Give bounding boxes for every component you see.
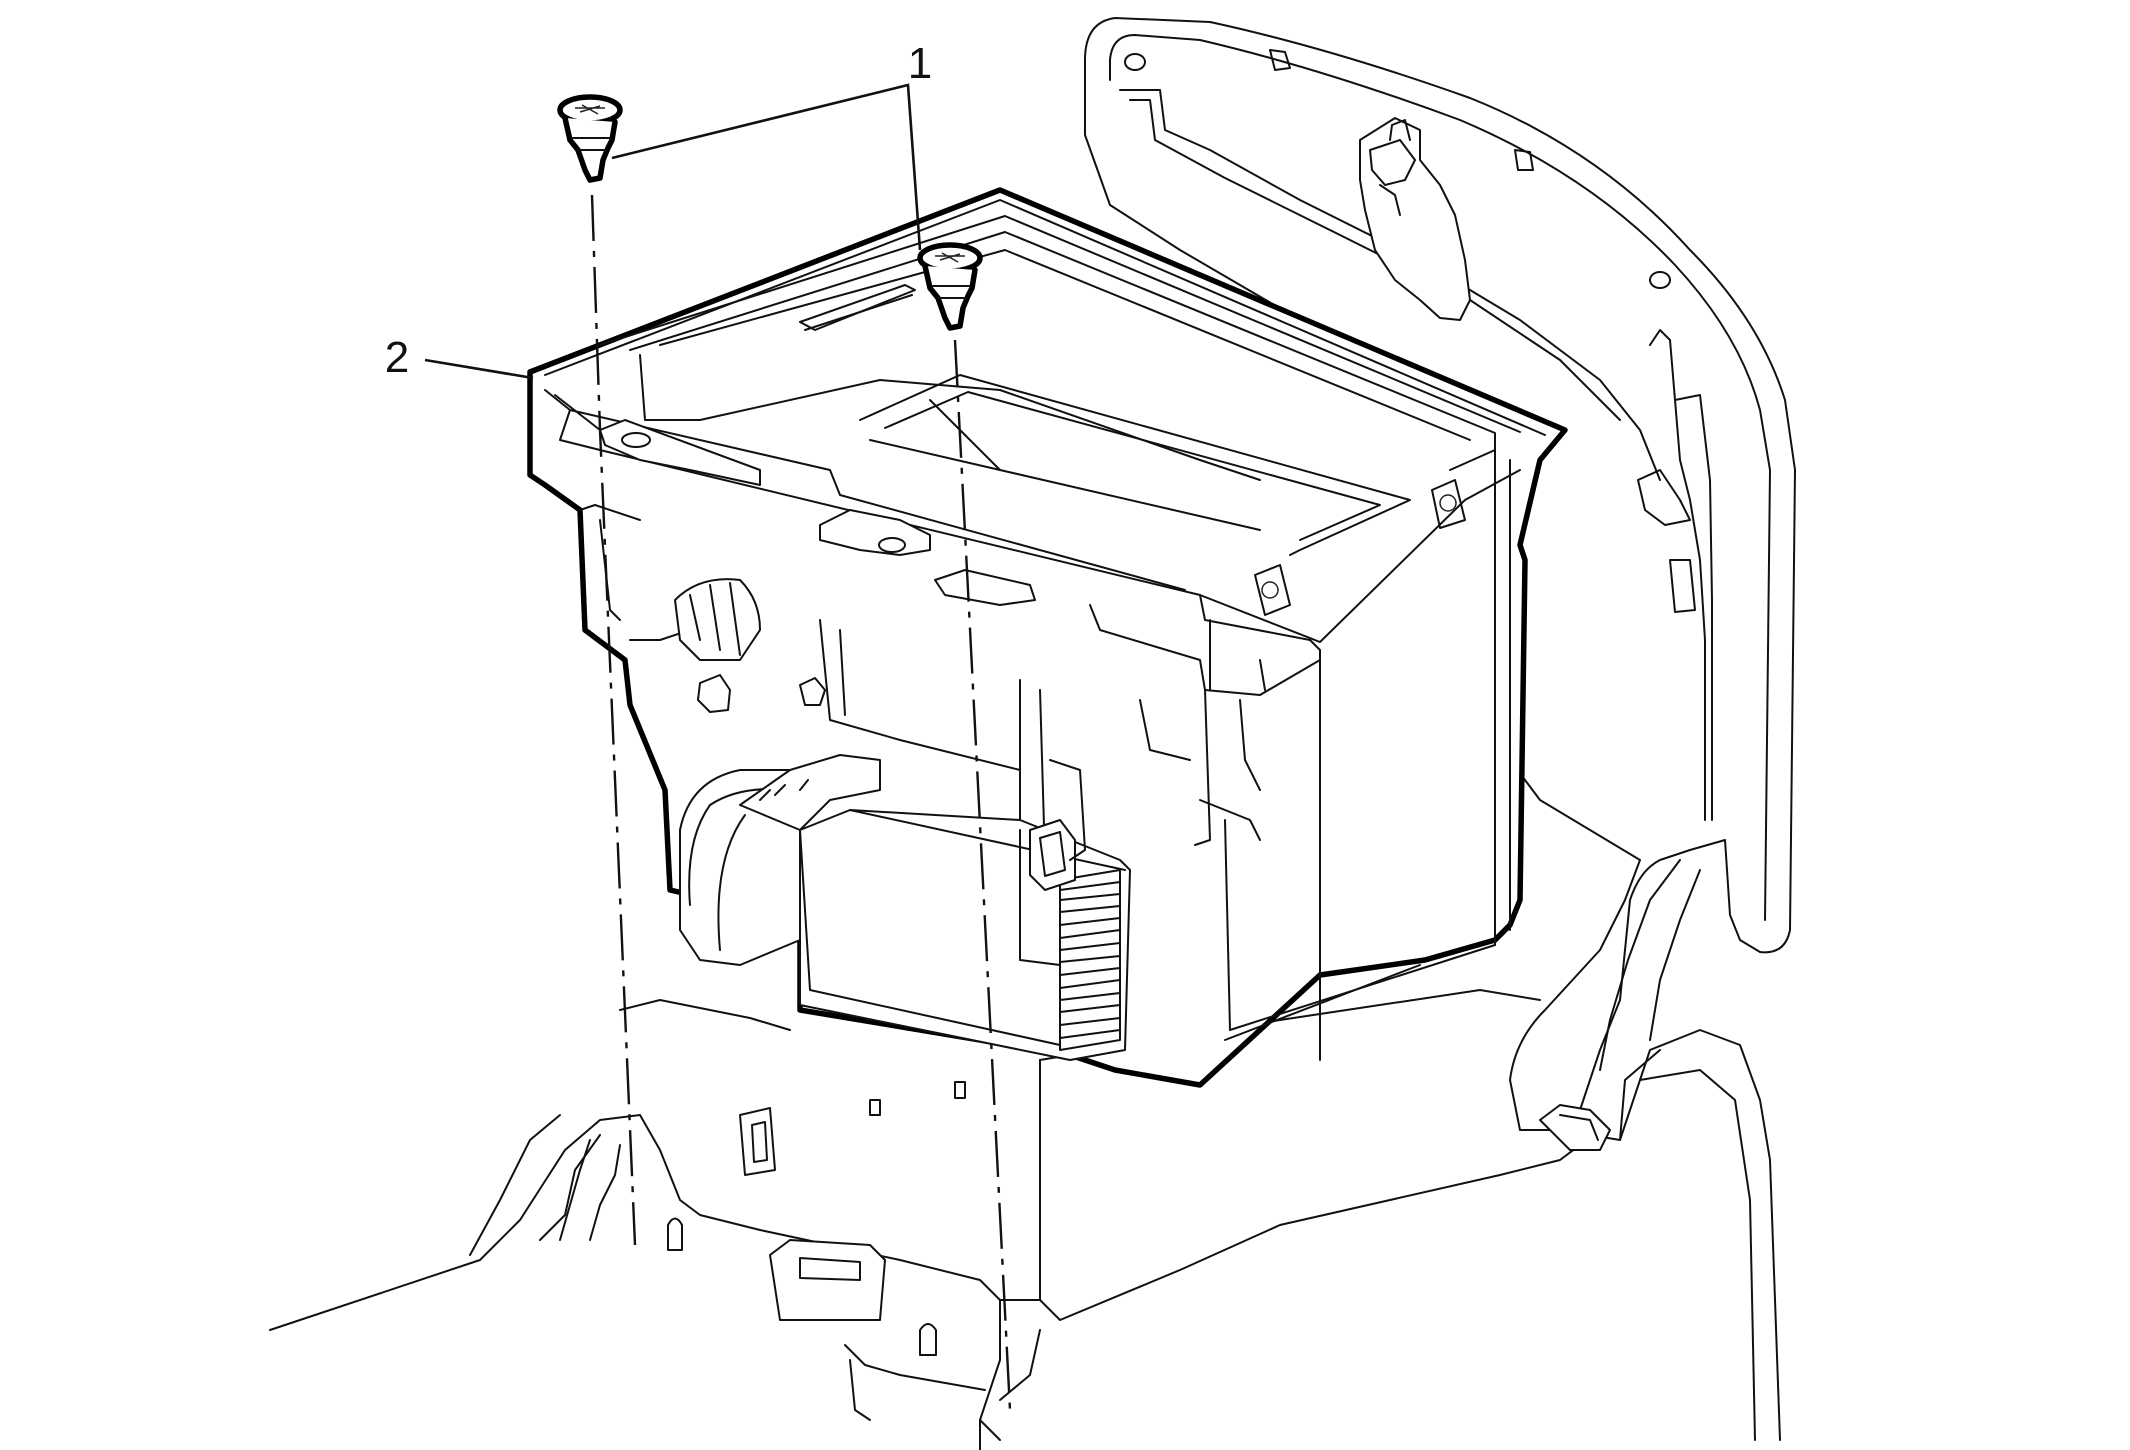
callout-2: 2 xyxy=(385,333,534,382)
callout-label-2: 2 xyxy=(385,333,409,382)
console-base xyxy=(269,989,1781,1450)
console-lid xyxy=(1084,17,1796,1131)
install-axis-left xyxy=(590,194,637,1246)
callout-label-1: 1 xyxy=(908,39,932,88)
push-pin-retainer-left xyxy=(557,94,623,183)
install-axis-right xyxy=(953,339,1012,1411)
callout-1: 1 xyxy=(611,39,932,251)
leader-line-1 xyxy=(611,83,922,251)
heater-grille xyxy=(1059,869,1121,1051)
leader-line-2 xyxy=(424,358,534,380)
push-pin-retainer-right xyxy=(917,242,983,331)
storage-bin xyxy=(527,187,1568,1088)
